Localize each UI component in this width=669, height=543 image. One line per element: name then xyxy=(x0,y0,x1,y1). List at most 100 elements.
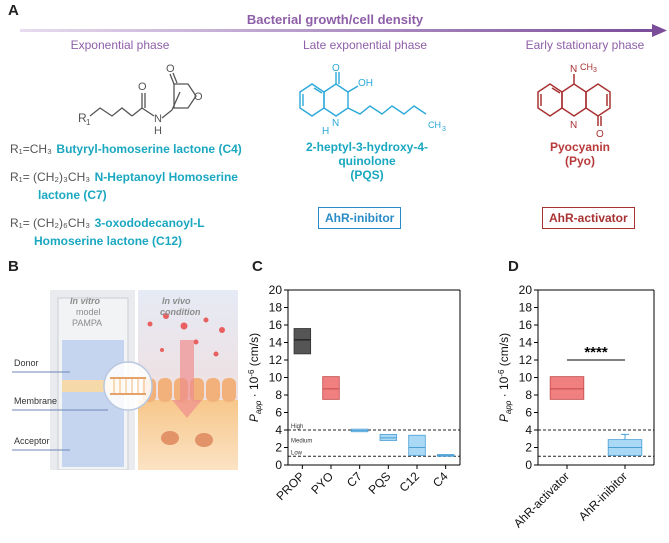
pqs-o: O xyxy=(332,63,340,74)
pqs-h: H xyxy=(322,126,329,134)
compound-c4-rgroup: R₁=CH₃ xyxy=(10,142,52,156)
y-axis-label-p: P xyxy=(497,414,511,422)
panel-letter-c: C xyxy=(252,258,263,275)
y-tick-label-2: 2 xyxy=(525,441,532,455)
y-axis-label-end: (cm/s) xyxy=(497,333,511,370)
y-tick-label-4: 4 xyxy=(525,423,532,437)
y-tick-label-18: 18 xyxy=(269,301,283,315)
y-tick-label-16: 16 xyxy=(269,318,283,332)
reference-label-low: Low xyxy=(291,450,303,456)
y-tick-label-0: 0 xyxy=(525,458,532,472)
compound-c12-name1: 3-oxododecanoyl-L xyxy=(94,216,205,230)
growth-arrow xyxy=(20,24,667,37)
y-tick-label-6: 6 xyxy=(275,406,282,420)
y-tick-label-14: 14 xyxy=(269,336,283,350)
panel-letter-a: A xyxy=(8,2,19,19)
compound-c7-name1: N-Heptanoyl Homoserine xyxy=(94,170,238,184)
pyo-name-line2: (Pyo) xyxy=(565,154,595,168)
compound-c7-rgroup: R₁= (CH₂)₃CH₃ xyxy=(10,170,91,184)
x-tick-label-c7: C7 xyxy=(344,469,365,490)
growth-arrow-label: Bacterial growth/cell density xyxy=(246,12,424,27)
ahr-activator-box: AhR-activator xyxy=(542,207,635,229)
pampa-schematic: In vitro model PAMPA In vivo condition D… xyxy=(12,290,238,470)
hsl-n: N xyxy=(154,113,162,125)
compound-c12: R₁= (CH₂)₆CH₃ 3-oxododecanoyl-L Homoseri… xyxy=(10,214,300,250)
phase-late-exponential: Late exponential phase xyxy=(302,38,428,52)
compound-c12-rgroup: R₁= (CH₂)₆CH₃ xyxy=(10,216,91,230)
pqs-ch3: CH xyxy=(428,120,441,130)
in-vitro-label-2: model xyxy=(76,307,101,317)
y-axis-label-sup: -6 xyxy=(247,369,256,377)
pqs-ch3-sub: 3 xyxy=(442,126,446,133)
y-axis-label-mid: · 10 xyxy=(497,376,511,400)
x-tick-label-c4: C4 xyxy=(430,469,451,490)
hsl-r-sub: 1 xyxy=(86,118,91,127)
compound-c7: R₁= (CH₂)₃CH₃ N-Heptanoyl Homoserine lac… xyxy=(10,168,300,204)
in-vitro-label-1: In vitro xyxy=(70,296,101,306)
y-tick-label-2: 2 xyxy=(275,441,282,455)
hsl-ring-o: O xyxy=(194,91,203,103)
y-tick-label-12: 12 xyxy=(269,353,283,367)
pyo-o: O xyxy=(596,129,604,138)
y-tick-label-20: 20 xyxy=(269,283,283,297)
acceptor-label: Acceptor xyxy=(14,436,50,446)
pqs-name: 2-heptyl-3-hydroxy-4-quinolone (PQS) xyxy=(282,140,452,182)
y-tick-label-10: 10 xyxy=(519,371,533,385)
y-axis-label-p: P xyxy=(247,414,261,422)
y-tick-label-8: 8 xyxy=(275,388,282,402)
in-vivo-label-1: In vivo xyxy=(162,296,191,306)
y-tick-label-16: 16 xyxy=(519,318,533,332)
significance-label: **** xyxy=(584,344,608,361)
pyo-n-top: N xyxy=(570,64,577,75)
y-axis-label-mid: · 10 xyxy=(247,376,261,400)
y-tick-label-14: 14 xyxy=(519,336,533,350)
x-tick-label-ahr-activator: AhR-activator xyxy=(511,469,572,530)
donor-label: Donor xyxy=(14,358,39,368)
compound-c4-name: Butyryl-homoserine lactone (C4) xyxy=(56,142,242,156)
phase-exponential: Exponential phase xyxy=(70,38,170,52)
y-axis-label-sup: -6 xyxy=(497,369,506,377)
y-tick-label-20: 20 xyxy=(519,283,533,297)
x-tick-label-ahr-inibitor: AhR-inibitor xyxy=(576,469,630,523)
pqs-structure: O OH N H CH 3 xyxy=(299,63,446,134)
membrane-label: Membrane xyxy=(14,396,57,406)
hsl-structure: R 1 O N H O O xyxy=(78,63,203,137)
y-tick-label-12: 12 xyxy=(519,353,533,367)
pyo-n-bottom: N xyxy=(570,120,577,131)
panel-letter-b: B xyxy=(8,258,19,275)
pyo-ch3-sub: 3 xyxy=(593,67,597,74)
y-tick-label-6: 6 xyxy=(525,406,532,420)
phase-early-stationary: Early stationary phase xyxy=(525,38,645,52)
panel-letter-d: D xyxy=(508,258,519,275)
y-axis-label: Papp · 10-6 (cm/s) xyxy=(497,333,513,422)
hsl-lactone-o: O xyxy=(166,63,175,75)
reference-label-high: High xyxy=(291,424,303,430)
compound-c12-name2: Homoserine lactone (C12) xyxy=(34,234,183,248)
pyocyanin-structure: N CH 3 N O xyxy=(537,62,611,138)
y-tick-label-18: 18 xyxy=(519,301,533,315)
pqs-n: N xyxy=(332,118,339,129)
y-axis-label-sub: app xyxy=(504,400,513,414)
pqs-oh: OH xyxy=(358,78,373,89)
pqs-name-line2: (PQS) xyxy=(350,168,384,182)
y-axis-label-sub: app xyxy=(254,400,263,414)
y-axis-label-end: (cm/s) xyxy=(247,333,261,370)
hsl-amide-o: O xyxy=(138,81,147,93)
x-tick-label-prop: PROP xyxy=(274,469,308,503)
hsl-r-label: R xyxy=(78,111,87,125)
x-tick-label-c12: C12 xyxy=(397,469,423,495)
y-tick-label-10: 10 xyxy=(269,371,283,385)
box-ahr-activator xyxy=(549,376,585,400)
compound-list: R₁=CH₃ Butyryl-homoserine lactone (C4) R… xyxy=(10,140,300,250)
y-axis-label: Papp · 10-6 (cm/s) xyxy=(247,333,263,422)
ahr-inhibitor-box: AhR-inibitor xyxy=(318,207,402,229)
pqs-name-line1: 2-heptyl-3-hydroxy-4-quinolone xyxy=(305,140,429,168)
pyo-name-line1: Pyocyanin xyxy=(549,140,611,154)
band-label-medium: Medium xyxy=(291,438,312,444)
compound-c4: R₁=CH₃ Butyryl-homoserine lactone (C4) xyxy=(10,140,300,158)
y-tick-label-0: 0 xyxy=(275,458,282,472)
y-tick-label-8: 8 xyxy=(525,388,532,402)
in-vitro-label-3: PAMPA xyxy=(72,318,102,328)
compound-c7-name2: lactone (C7) xyxy=(38,188,107,202)
